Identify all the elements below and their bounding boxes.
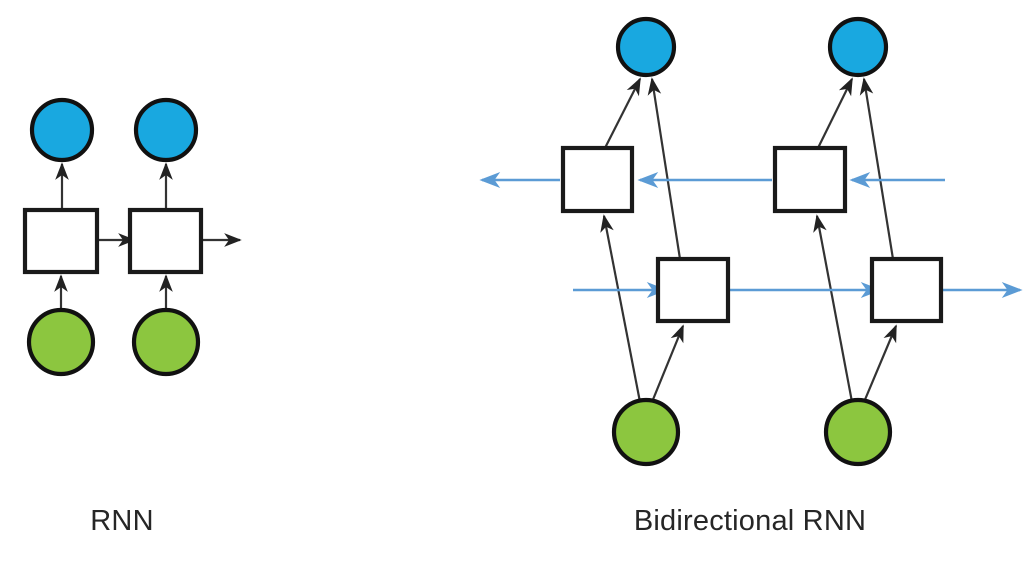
- bidirectional-rnn-edge-input2-to-backward2: [813, 214, 854, 403]
- bidirectional-rnn-edge-backward1-to-output1: [604, 77, 641, 149]
- bidirectional-rnn-edge-forward2-to-output2: [859, 77, 895, 260]
- bidirectional-rnn-edge-forward1-to-output1: [647, 77, 682, 260]
- rnn-output-node-1: [29, 97, 95, 163]
- panel-label-rnn: RNN: [90, 505, 153, 537]
- bidirectional-rnn-edge-input1-to-backward1: [600, 214, 642, 403]
- cells-layer: [22, 145, 944, 324]
- rnn-input-node-2: [131, 307, 201, 377]
- bidirectional-rnn-forward-cell-1: [655, 256, 731, 324]
- bidirectional-rnn-backward-cell-1: [560, 145, 635, 214]
- rnn-hidden-cell-2: [127, 207, 204, 275]
- bidirectional-rnn-edge-input1-to-forward1: [650, 324, 685, 403]
- edges-layer: [54, 77, 1023, 403]
- bidirectional-rnn-backward-cell-2: [772, 145, 848, 214]
- bidirectional-rnn-edge-backward2-to-output2: [817, 77, 853, 149]
- bidirectional-rnn-output-node-2: [827, 16, 889, 78]
- rnn-output-node-2: [133, 97, 199, 163]
- bidirectional-rnn-forward-cell-2: [869, 256, 944, 324]
- panel-label-bidirectional-rnn: Bidirectional RNN: [634, 505, 866, 537]
- bidirectional-rnn-input-node-1: [611, 397, 681, 467]
- bidirectional-rnn-input-node-2: [823, 397, 893, 467]
- bidirectional-rnn-output-node-1: [615, 16, 677, 78]
- nodes-layer: [26, 16, 893, 467]
- rnn-hidden-cell-1: [22, 207, 100, 275]
- bidirectional-rnn-edge-input2-to-forward2: [862, 324, 898, 403]
- rnn-input-node-1: [26, 307, 96, 377]
